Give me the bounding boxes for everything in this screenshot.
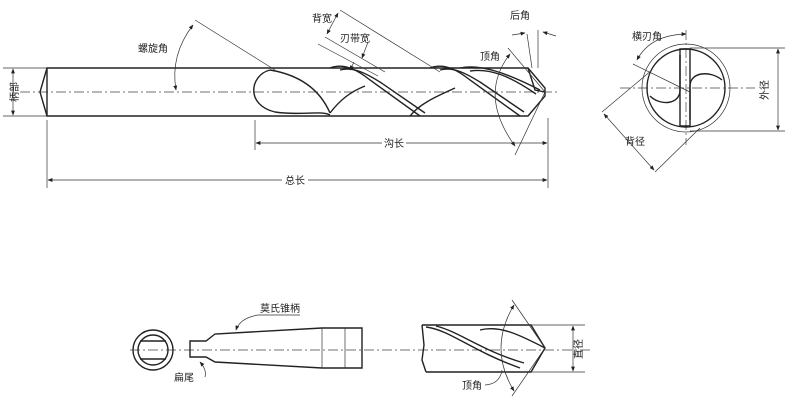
tang-label: 扁尾	[174, 371, 194, 384]
helix-angle-label: 螺旋角	[138, 42, 168, 55]
chisel-edge-angle-label: 横刃角	[632, 30, 662, 43]
morse-taper-shank-label: 莫氏锥柄	[260, 302, 300, 315]
drill-end-view: 横刃角 外径 背径	[601, 30, 785, 173]
back-diameter-label: 背径	[625, 135, 645, 148]
straight-shank-drill-view: 螺旋角 背宽 刃带宽 后角 顶角 柄部 沟长	[3, 9, 560, 188]
point-angle-label: 顶角	[480, 51, 500, 63]
land-width-label: 刃带宽	[340, 32, 370, 45]
shank-label: 柄部	[8, 82, 21, 102]
drill-body-outline	[39, 67, 546, 117]
flutes	[253, 65, 546, 117]
outer-diameter-label: 外径	[758, 80, 771, 100]
overall-length-label: 总长	[285, 174, 305, 187]
diameter-label: 直径	[572, 339, 585, 359]
relief-angle-label: 后角	[510, 10, 530, 22]
back-width-label: 背宽	[312, 12, 332, 25]
flute-length-label: 沟长	[384, 137, 404, 150]
point-angle-label-2: 顶角	[462, 380, 482, 392]
taper-shank-view: 莫氏锥柄 扁尾 顶角 直径	[130, 299, 590, 397]
